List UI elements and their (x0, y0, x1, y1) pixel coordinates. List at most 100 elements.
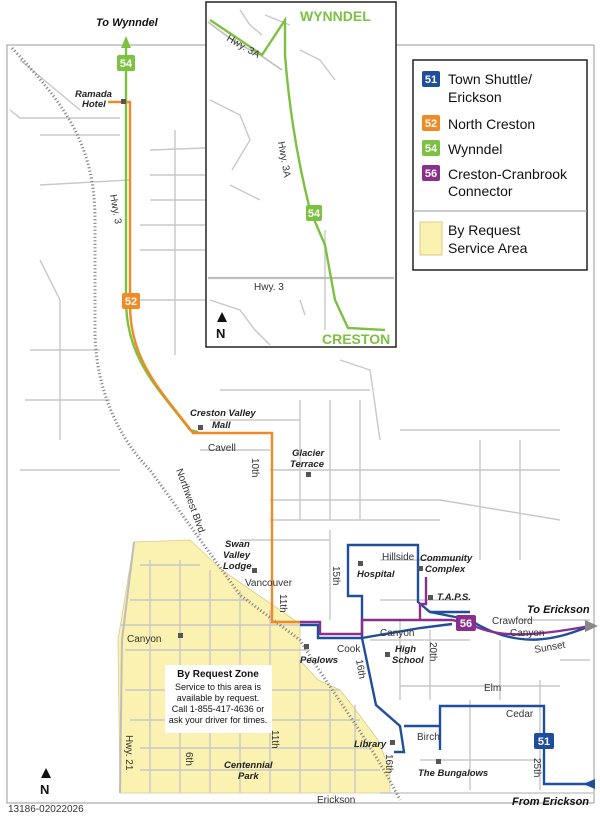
svg-text:51: 51 (538, 736, 550, 748)
street-16th: 16th (353, 659, 367, 680)
street-elm: Elm (484, 683, 501, 694)
route-54-arrow (121, 36, 131, 48)
poi-swan-3: Lodge (223, 561, 252, 572)
legend-item-51: 51 Town Shuttle/ Erickson (422, 71, 532, 105)
inset-north-arrow: N (216, 312, 227, 341)
svg-text:56: 56 (460, 618, 472, 630)
svg-text:Creston-Cranbrook: Creston-Cranbrook (448, 166, 568, 182)
request-zone-line: Service to this area is (175, 682, 262, 692)
to-wynndel-label: To Wynndel (96, 17, 159, 29)
poi-community: Community (420, 553, 473, 564)
inset-hwy3-label: Hwy. 3 (254, 282, 284, 293)
request-zone-box: By Request Zone Service to this area is … (165, 665, 272, 733)
to-erickson-label: To Erickson (527, 604, 590, 616)
request-zone-line: available by request. (177, 693, 260, 703)
street-sunset: Sunset (534, 640, 567, 656)
poi-library: Library (354, 739, 387, 750)
poi-high-school-2: School (392, 655, 424, 666)
street-canyon-mid: Canyon (380, 628, 414, 639)
legend-item-52: 52 North Creston (422, 115, 535, 132)
svg-text:54: 54 (308, 208, 321, 220)
street-16th-south: 16th (383, 754, 394, 773)
svg-text:Town Shuttle/: Town Shuttle/ (448, 71, 532, 87)
route-52-badge: 52 (122, 293, 140, 309)
poi-swan-2: Valley (223, 550, 251, 561)
from-erickson-label: From Erickson (512, 796, 589, 808)
svg-text:54: 54 (425, 143, 438, 155)
route-51-arrow (583, 779, 595, 789)
route-51-line (300, 543, 594, 786)
route-54-badge: 54 (117, 55, 135, 71)
poi-swan: Swan (225, 539, 250, 550)
svg-text:51: 51 (425, 74, 437, 86)
inset-creston-label: CRESTON (322, 331, 390, 347)
street-hwy21: Hwy. 21 (123, 735, 134, 771)
inset-wynndel-label: WYNNDEL (300, 8, 371, 24)
poi-glacier: Glacier (292, 448, 326, 459)
street-hwy3: Hwy. 3 (107, 194, 123, 226)
street-10th: 10th (249, 458, 260, 477)
poi-hospital: Hospital (357, 569, 395, 580)
street-cavell: Cavell (208, 443, 236, 454)
svg-text:Connector: Connector (448, 183, 513, 199)
legend-item-request-area: By Request Service Area (419, 221, 528, 256)
svg-text:Service Area: Service Area (448, 240, 528, 256)
street-cook: Cook (337, 644, 361, 655)
railway-line (10, 46, 402, 801)
svg-text:56: 56 (425, 168, 437, 180)
svg-text:North Creston: North Creston (448, 116, 535, 132)
svg-text:N: N (216, 326, 225, 341)
street-6th: 6th (183, 752, 194, 766)
poi-community-2: Complex (425, 564, 466, 575)
poi-mall-2: Mall (212, 420, 231, 431)
poi-markers (121, 99, 441, 764)
street-cedar: Cedar (506, 709, 534, 720)
route-51-badge: 51 (534, 733, 554, 749)
poi-high-school: High (395, 644, 416, 655)
inset-map: WYNNDEL CRESTON Hwy. 3A Hwy. 3A Hwy. 3 N… (205, 1, 397, 348)
poi-centennial: Centennial (224, 760, 273, 771)
request-zone-line: Call 1-855-417-4636 or (172, 704, 265, 714)
poi-pealows: Pealows (300, 655, 338, 666)
svg-text:52: 52 (425, 118, 437, 130)
street-hillside: Hillside (382, 552, 415, 563)
street-11th: 11th (277, 594, 288, 613)
street-25th: 25th (531, 758, 542, 777)
street-birch: Birch (417, 732, 440, 743)
inset-route-54-badge: 54 (306, 205, 322, 221)
poi-taps: T.A.P.S. (437, 592, 471, 603)
svg-text:Wynndel: Wynndel (448, 141, 502, 157)
route-52-line (108, 100, 300, 624)
poi-ramada-2: Hotel (82, 99, 106, 110)
request-zone-line: ask your driver for times. (169, 715, 268, 725)
street-15th: 15th (330, 566, 341, 585)
svg-text:Erickson: Erickson (448, 89, 502, 105)
poi-bungalows: The Bungalows (418, 768, 488, 779)
street-20th: 20th (427, 642, 438, 661)
street-canyon-right: Canyon (510, 628, 544, 639)
request-zone-title: By Request Zone (177, 669, 259, 680)
poi-mall: Creston Valley (190, 408, 256, 419)
legend-item-56: 56 Creston-Cranbrook Connector (422, 165, 568, 199)
street-grid (9, 59, 594, 794)
street-vancouver: Vancouver (245, 578, 293, 589)
street-crawford: Crawford (492, 616, 533, 627)
street-11th-south: 11th (269, 730, 280, 749)
north-arrow: N (40, 768, 51, 797)
street-erickson: Erickson (317, 795, 355, 806)
street-canyon-left: Canyon (127, 634, 161, 645)
svg-text:54: 54 (120, 58, 133, 70)
svg-text:52: 52 (125, 296, 137, 308)
poi-ramada: Ramada (75, 89, 112, 100)
route-56-arrow (585, 620, 598, 632)
svg-text:By Request: By Request (448, 222, 520, 238)
svg-text:N: N (40, 782, 49, 797)
route-56-badge: 56 (456, 615, 476, 631)
legend: 51 Town Shuttle/ Erickson 52 North Crest… (412, 59, 588, 271)
document-code: 13186-02022026 (8, 804, 84, 815)
highway-21 (119, 541, 135, 794)
poi-glacier-2: Terrace (290, 459, 325, 470)
poi-centennial-2: Park (238, 771, 259, 782)
legend-item-54: 54 Wynndel (422, 140, 502, 157)
